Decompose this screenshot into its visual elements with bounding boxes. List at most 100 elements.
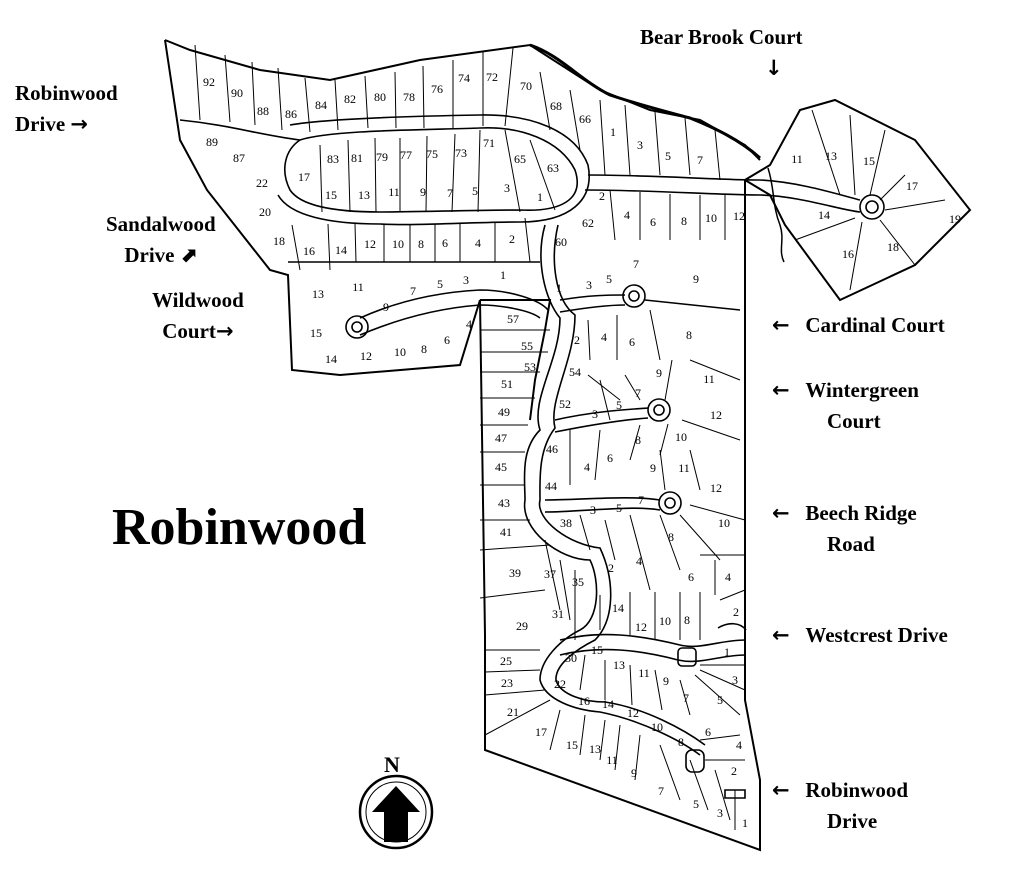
street-label-cardinal-court: ← Cardinal Court [772, 313, 945, 337]
lot-number: 7 [447, 186, 453, 200]
lot-number: 7 [633, 257, 639, 271]
lot-number: 15 [863, 154, 875, 168]
lot-number: 5 [616, 501, 622, 515]
arrow-left-icon: ← [772, 501, 790, 525]
lot-number: 1 [724, 645, 730, 659]
lot-number: 66 [579, 112, 591, 126]
street-label-sandalwood-drive: Sandalwood Drive ⬈ [106, 212, 216, 268]
lot-number: 35 [572, 575, 584, 589]
lot-number: 12 [710, 408, 722, 422]
lot-number: 5 [606, 272, 612, 286]
lot-number: 23 [501, 676, 513, 690]
lot-number: 78 [403, 90, 415, 104]
lot-number: 51 [501, 377, 513, 391]
lot-number: 4 [466, 317, 472, 331]
lot-number: 45 [495, 460, 507, 474]
lot-number: 46 [546, 442, 558, 456]
arrow-left-icon: ← [772, 623, 790, 647]
lot-number: 82 [344, 92, 356, 106]
street-label-beech-ridge-road: ← Beech Ridge Road [772, 501, 917, 557]
lot-number: 14 [325, 352, 337, 366]
lot-number: 2 [608, 561, 614, 575]
lot-number: 11 [638, 666, 650, 680]
lot-number: 3 [463, 273, 469, 287]
lot-number: 6 [629, 335, 635, 349]
lot-number: 16 [842, 247, 854, 261]
lot-number: 22 [256, 176, 268, 190]
lot-number: 13 [312, 287, 324, 301]
lot-number: 18 [887, 240, 899, 254]
lot-number: 15 [310, 326, 322, 340]
lot-number: 14 [602, 697, 614, 711]
lot-number: 3 [717, 806, 723, 820]
lot-number: 5 [717, 693, 723, 707]
lot-number: 12 [710, 481, 722, 495]
lot-number: 4 [624, 208, 630, 222]
lot-number: 17 [535, 725, 547, 739]
lot-number: 76 [431, 82, 443, 96]
lot-number: 10 [392, 237, 404, 251]
lot-number: 8 [678, 735, 684, 749]
lot-number: 7 [697, 153, 703, 167]
lot-number: 9 [650, 461, 656, 475]
street-label-westcrest-drive: ← Westcrest Drive [772, 623, 948, 647]
arrow-right-icon: → [215, 319, 234, 344]
lot-number: 81 [351, 151, 363, 165]
lot-number: 87 [233, 151, 245, 165]
lot-number: 74 [458, 71, 470, 85]
lot-number: 7 [683, 691, 689, 705]
lot-number: 21 [507, 705, 519, 719]
lot-number: 89 [206, 135, 218, 149]
lot-number: 3 [504, 181, 510, 195]
lot-number: 75 [426, 147, 438, 161]
lot-number: 8 [681, 214, 687, 228]
lot-number: 6 [650, 215, 656, 229]
lot-number: 6 [688, 570, 694, 584]
arrow-left-icon: ← [772, 778, 790, 802]
lot-number: 11 [791, 152, 803, 166]
roads [179, 114, 885, 799]
lot-number: 16 [303, 244, 315, 258]
lot-number: 7 [658, 784, 664, 798]
lot-number: 15 [325, 188, 337, 202]
lot-number: 8 [686, 328, 692, 342]
lot-number: 10 [659, 614, 671, 628]
lot-number: 6 [705, 725, 711, 739]
lot-number: 11 [388, 185, 400, 199]
lot-number: 52 [559, 397, 571, 411]
lot-number: 10 [651, 720, 663, 734]
lot-number: 4 [601, 330, 607, 344]
lot-number: 84 [315, 98, 327, 112]
lot-number: 4 [584, 460, 590, 474]
street-label-wildwood-court: Wildwood Court→ [152, 288, 244, 344]
lot-number: 1 [610, 125, 616, 139]
lot-number: 4 [636, 554, 642, 568]
lot-number: 10 [675, 430, 687, 444]
lot-number: 14 [818, 208, 830, 222]
creek-line [529, 43, 762, 160]
lot-number: 2 [733, 605, 739, 619]
lot-number: 4 [725, 570, 731, 584]
arrow-down-icon: ↓ [764, 56, 783, 81]
lot-number: 68 [550, 99, 562, 113]
lot-number: 15 [591, 643, 603, 657]
lot-number: 29 [516, 619, 528, 633]
arrow-right-icon: → [70, 112, 89, 137]
lot-number: 8 [421, 342, 427, 356]
lot-number: 5 [665, 149, 671, 163]
lot-number: 1 [537, 190, 543, 204]
lot-number: 12 [635, 620, 647, 634]
lot-number: 44 [545, 479, 557, 493]
lot-number: 79 [376, 150, 388, 164]
lot-number: 6 [607, 451, 613, 465]
lot-number: 16 [578, 694, 590, 708]
lot-number: 11 [678, 461, 690, 475]
lot-number: 73 [455, 146, 467, 160]
lot-number: 1 [500, 268, 506, 282]
lot-number: 43 [498, 496, 510, 510]
lot-number: 14 [335, 243, 347, 257]
lot-number: 12 [627, 706, 639, 720]
lot-number: 19 [949, 212, 961, 226]
